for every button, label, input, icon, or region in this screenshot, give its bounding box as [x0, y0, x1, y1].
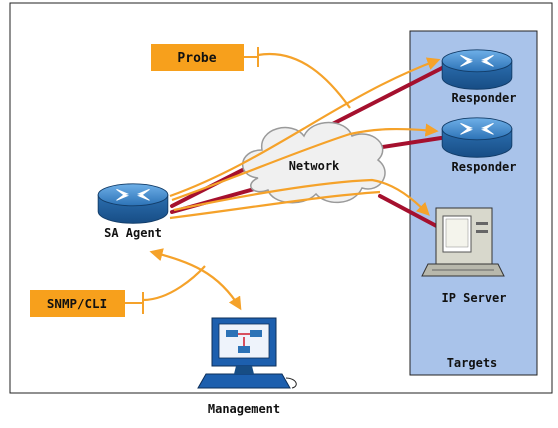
- sa-agent-label: SA Agent: [104, 226, 162, 240]
- probe-callout: Probe: [151, 44, 259, 71]
- probe-arrow-ipserver-2: [169, 190, 381, 220]
- router-icon: [441, 117, 513, 158]
- management-workstation: Management: [197, 317, 297, 416]
- probe-arrow-ipserver-1: [173, 178, 430, 216]
- ip-server: IP Server: [421, 207, 507, 305]
- snmp-cli-label: SNMP/CLI: [47, 296, 107, 311]
- targets-label: Targets: [447, 356, 498, 370]
- management-label: Management: [208, 402, 280, 416]
- network-label: Network: [289, 159, 340, 173]
- responder-mid-label: Responder: [451, 160, 516, 174]
- responder-top-label: Responder: [451, 91, 516, 105]
- probe-arrow-responder-mid: [171, 123, 439, 202]
- snmp-cli-callout: SNMP/CLI: [30, 290, 144, 317]
- probe-label: Probe: [177, 51, 216, 66]
- server-icon: [421, 207, 505, 277]
- management-workstation-icon: [197, 317, 297, 389]
- link-network-ipserver: [378, 194, 446, 232]
- probe-arrows: [142, 52, 441, 311]
- probe-callout-line: [257, 52, 351, 109]
- router-icon: [97, 183, 169, 224]
- sa-agent-router: SA Agent: [97, 183, 169, 240]
- responder-mid: Responder: [441, 117, 517, 174]
- probe-arrow-responder-top: [169, 57, 441, 198]
- link-network-responder-mid: [374, 136, 443, 150]
- snmp-callout-line: [142, 265, 206, 302]
- responder-top: Responder: [441, 49, 517, 105]
- ip-server-label: IP Server: [441, 291, 506, 305]
- router-icon: [441, 49, 513, 90]
